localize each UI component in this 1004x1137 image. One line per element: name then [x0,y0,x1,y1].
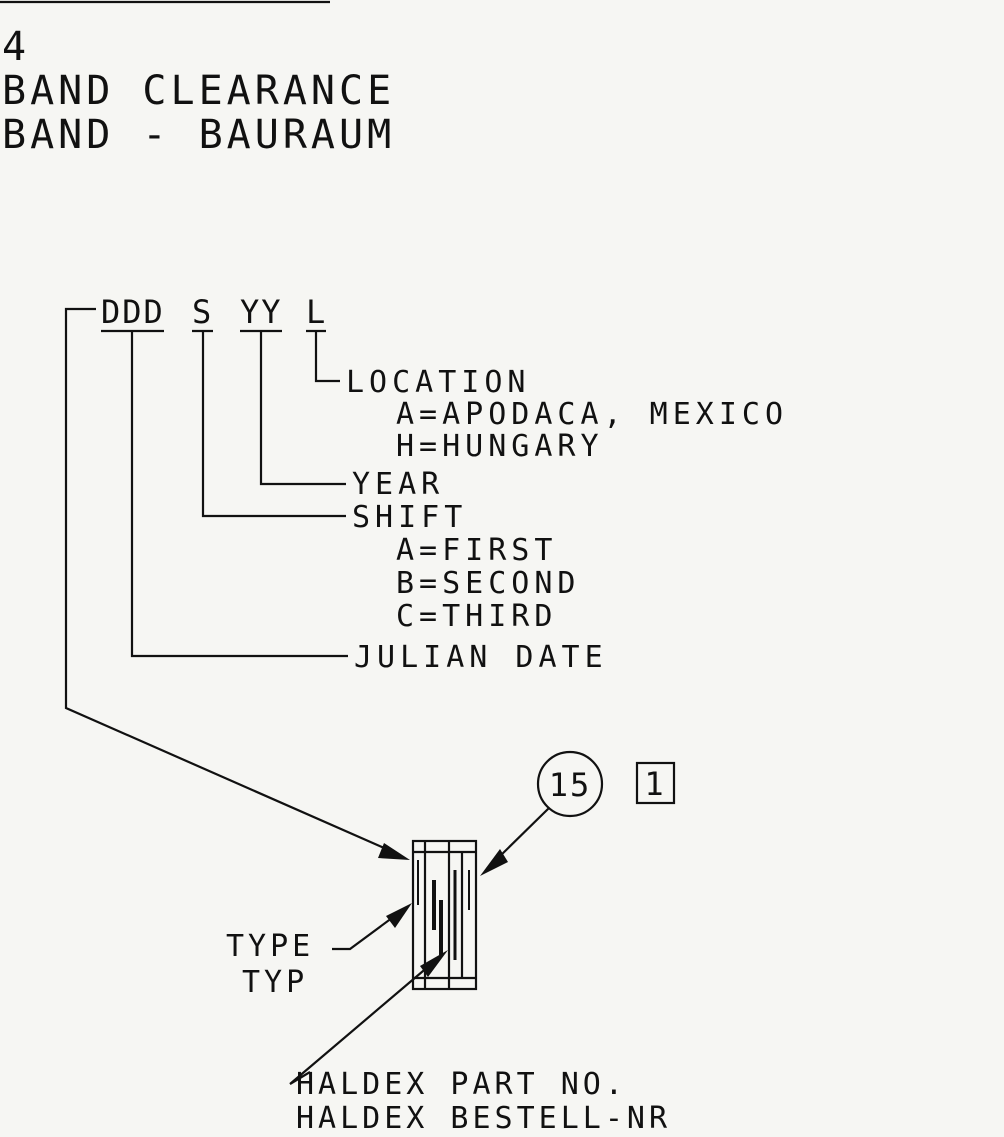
code-location: L [306,293,327,331]
label-shift-b: B=SECOND [396,566,581,601]
label-part-number-german: HALDEX BESTELL-NR [296,1101,671,1136]
label-shift-c: C=THIRD [396,599,557,634]
quantity-box [635,761,676,805]
leader-type [332,911,401,951]
arrowhead-code-label [378,843,410,860]
item-balloon-number: 15 [549,766,592,804]
leader-julian [130,331,348,658]
label-location-h: H=HUNGARY [396,429,604,464]
leader-year [259,331,346,486]
code-julian-date: DDD [101,293,165,331]
label-part-number-english: HALDEX PART NO. [296,1067,627,1102]
code-shift: S [192,293,213,331]
quantity-value: 1 [644,765,665,803]
arrowhead-part-number [420,950,448,977]
label-type-english: TYPE [226,929,314,964]
arrowhead-balloon [480,849,508,876]
item-balloon [536,750,604,818]
label-year: YEAR [352,467,444,502]
leader-balloon [495,807,550,861]
code-year: YY [240,293,283,331]
label-type-german: TYP [242,965,308,1000]
leader-location [314,331,340,383]
leader-shift [201,331,346,518]
leader-code-to-label [64,307,401,857]
label-shift: SHIFT [352,500,467,535]
section-number: 4 [2,24,30,70]
label-location-a: A=APODACA, MEXICO [396,397,788,432]
title-german: BAND - BAURAUM [2,112,395,158]
leader-part-number [289,959,437,1085]
label-location: LOCATION [346,365,531,400]
title-english: BAND CLEARANCE [2,68,395,114]
label-part [411,839,478,991]
label-shift-a: A=FIRST [396,533,557,568]
label-julian-date: JULIAN DATE [354,640,608,675]
arrowhead-type [386,903,412,928]
